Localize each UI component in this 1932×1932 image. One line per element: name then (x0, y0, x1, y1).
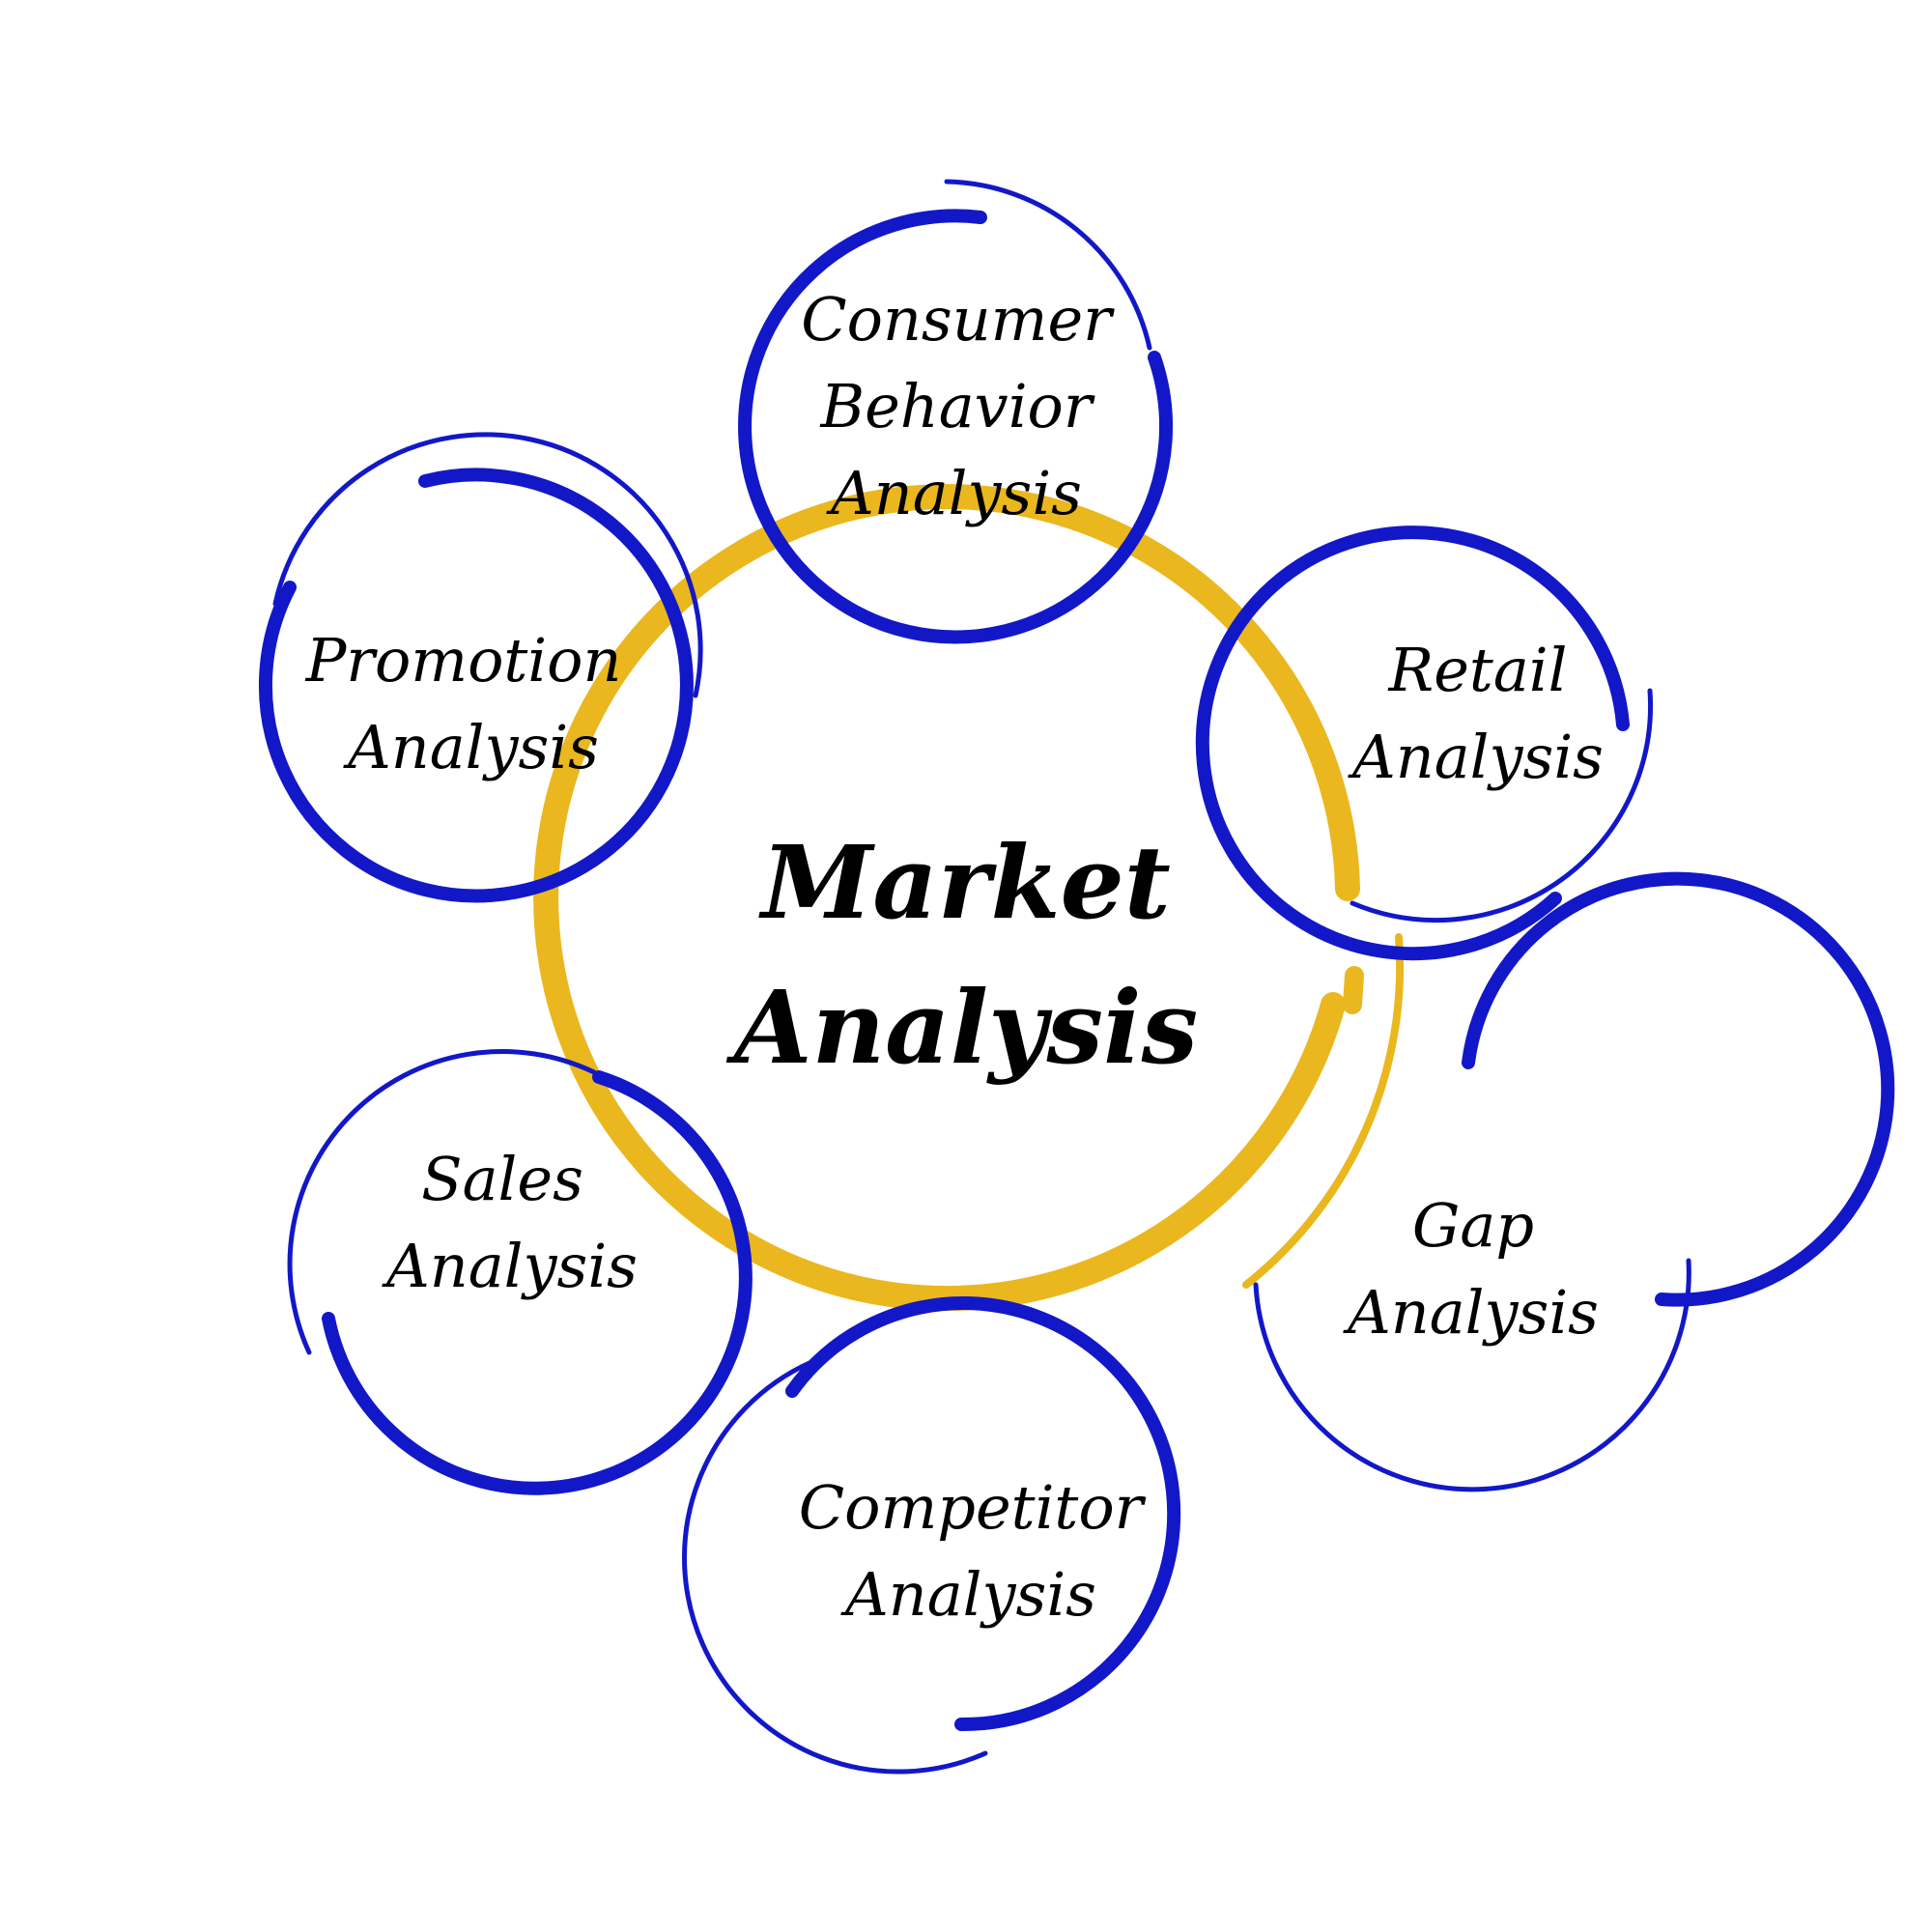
center-ring-thin (1242, 933, 1405, 1289)
center-title-line-1: Market (758, 823, 1171, 942)
node-ring-thin (272, 432, 703, 698)
node-line-1: Competitor (799, 1472, 1147, 1543)
node-line-1: Promotion (305, 625, 622, 696)
node-ring (1462, 871, 1895, 1307)
node-line-2: Analysis (840, 1559, 1096, 1630)
node-line-1: Sales (421, 1144, 583, 1214)
node-retail: Retail Analysis (1195, 526, 1654, 961)
node-line-1: Retail (1388, 635, 1568, 705)
node-consumer-behavior: Consumer Behavior Analysis (738, 179, 1174, 644)
node-sales: Sales Analysis (287, 1048, 753, 1495)
node-ring (258, 468, 694, 903)
node-ring (1195, 526, 1630, 961)
node-line-2: Analysis (1348, 722, 1604, 792)
center-title-line-2: Analysis (725, 968, 1198, 1087)
node-ring-thin (1253, 1258, 1691, 1492)
node-competitor: Competitor Analysis (681, 1296, 1181, 1775)
node-line-1: Consumer (801, 284, 1115, 355)
node-ring-thin (681, 1359, 988, 1775)
node-line-2: Analysis (1343, 1277, 1599, 1348)
node-ring-thin (944, 179, 1152, 351)
node-line-3: Analysis (826, 458, 1082, 528)
center-ring-tail (1343, 966, 1364, 1014)
node-ring (738, 209, 1174, 644)
node-line-2: Analysis (343, 712, 599, 782)
node-line-2: Behavior (820, 371, 1095, 441)
node-line-2: Analysis (382, 1231, 638, 1301)
center-node: Market Analysis (533, 484, 1405, 1312)
node-ring-thin (1350, 688, 1654, 923)
node-line-1: Gap (1412, 1190, 1534, 1261)
node-ring (785, 1296, 1181, 1732)
node-promotion: Promotion Analysis (258, 432, 703, 903)
node-ring (322, 1070, 753, 1495)
center-ring (533, 484, 1360, 1312)
node-gap: Gap Analysis (1253, 871, 1895, 1492)
node-ring-thin (287, 1048, 597, 1355)
